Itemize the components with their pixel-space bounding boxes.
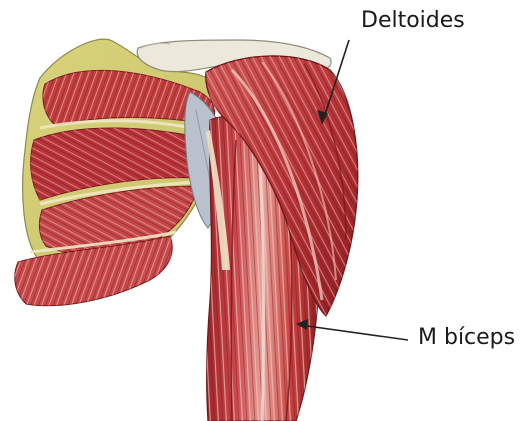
biceps-leader-line [300, 325, 408, 340]
biceps-label: M bíceps [418, 327, 515, 349]
deltoid-label: Deltoides [361, 10, 465, 32]
